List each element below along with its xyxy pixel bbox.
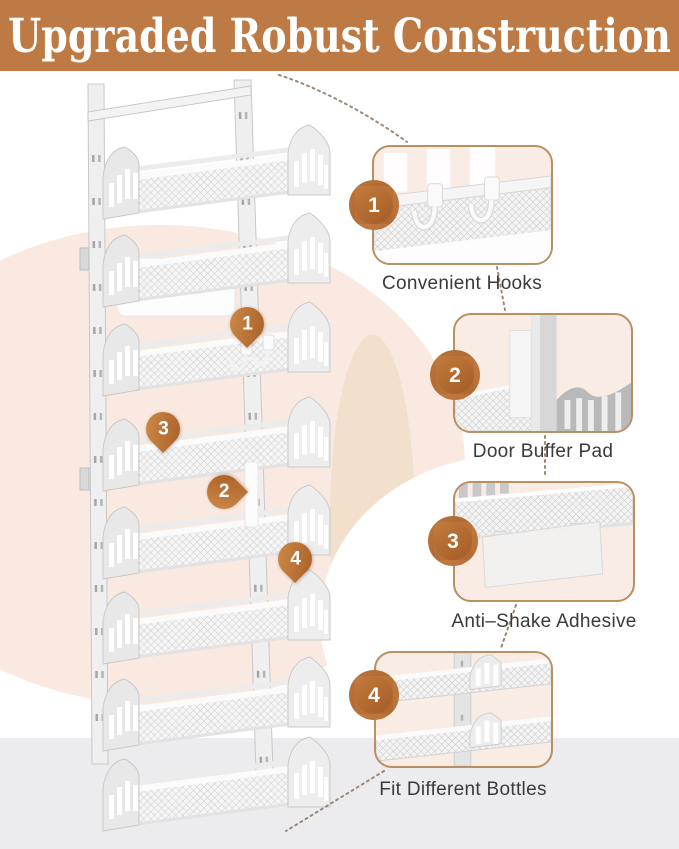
feature-card-hooks	[372, 145, 553, 265]
feature-thumbnail-bottles	[376, 653, 551, 766]
feature-thumbnail-buffer-pad	[455, 315, 631, 431]
feature-card-bottles	[374, 651, 553, 768]
feature-card-buffer-pad	[453, 313, 633, 433]
product-rack-illustration	[79, 79, 345, 834]
hooks-on-basket	[229, 334, 275, 372]
feature-card-adhesive	[453, 481, 635, 602]
feature-badge-1: 1	[349, 180, 399, 230]
feature-badge-4: 4	[349, 670, 399, 720]
feature-caption-hooks: Convenient Hooks	[381, 273, 543, 294]
door-buffer-pad-strip	[244, 461, 259, 528]
feature-badge-2: 2	[430, 350, 480, 400]
feature-caption-buffer-pad: Door Buffer Pad	[472, 441, 614, 462]
header-banner: Upgraded Robust Construction	[0, 0, 679, 71]
page-title: Upgraded Robust Construction	[8, 8, 671, 63]
feature-thumbnail-hooks	[374, 147, 551, 263]
feature-thumbnail-adhesive	[455, 483, 633, 588]
feature-caption-adhesive: Anti–Shake Adhesive	[451, 611, 637, 632]
feature-caption-bottles: Fit Different Bottles	[379, 779, 547, 800]
feature-badge-3: 3	[428, 516, 478, 566]
